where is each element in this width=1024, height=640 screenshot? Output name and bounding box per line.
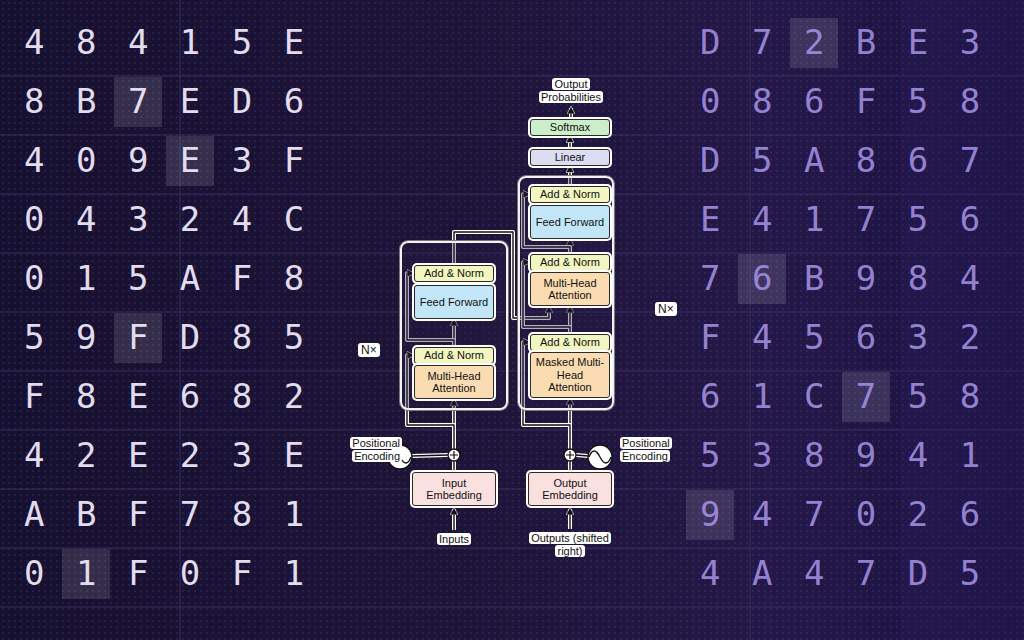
hex-row: A B F 7 8 1 [24, 494, 310, 534]
box-label: Softmax [550, 121, 590, 134]
hex-row: 5 9 F D 8 5 [24, 317, 310, 357]
box-label: Add & Norm [540, 188, 600, 201]
hex-row: E 4 1 7 5 6 [700, 199, 986, 239]
output-label: Output Probabilities [531, 78, 611, 104]
adder-symbol [448, 449, 460, 461]
feed-forward-box: Feed Forward [414, 285, 494, 319]
adder-symbol [564, 449, 576, 461]
repeat-label: N× [655, 302, 677, 316]
connector-line [569, 136, 570, 150]
input-label: Inputs [424, 533, 484, 546]
box-label: Output Embedding [532, 477, 608, 502]
hex-row: D 7 2 B E 3 [700, 22, 986, 62]
hex-row: 4 2 E 2 3 E [24, 435, 310, 475]
masked-attention-box: Masked Multi-Head Attention [530, 352, 610, 398]
add-norm-box: Add & Norm [530, 186, 610, 203]
positional-encoding-symbol [576, 445, 612, 469]
hex-row: 9 4 7 0 2 6 [700, 494, 986, 534]
box-label: Add & Norm [540, 256, 600, 269]
repeat-label: N× [358, 343, 380, 357]
box-label: Feed Forward [420, 296, 488, 309]
softmax-box: Softmax [530, 119, 610, 136]
hex-row: F 8 E 6 8 2 [24, 376, 310, 416]
hex-row: 4 8 4 1 5 E [24, 22, 310, 62]
hex-row: 0 8 6 F 5 8 [700, 81, 986, 121]
box-label: Add & Norm [540, 336, 600, 349]
box-label: Add & Norm [424, 267, 484, 280]
connector-halo [568, 136, 572, 150]
decoder-block: N×Add & NormFeed ForwardAdd & NormMulti-… [518, 176, 614, 410]
embedding-box: Output Embedding [528, 472, 612, 506]
box-label: Masked Multi-Head Attention [534, 356, 606, 394]
encoding-label: Positional Encoding [620, 437, 690, 463]
hex-row: 5 3 8 9 4 1 [700, 435, 986, 475]
hex-row: 0 1 5 A F 8 [24, 258, 310, 298]
encoding-label: Positional Encoding [338, 437, 402, 463]
hex-row: D 5 A 8 6 7 [700, 140, 986, 180]
output-label: Outputs (shifted right) [526, 532, 614, 558]
connector [570, 136, 571, 150]
box-label: Input Embedding [416, 477, 492, 502]
hex-row: 0 1 F 0 F 1 [24, 553, 310, 593]
add-norm-box: Add & Norm [414, 265, 494, 282]
encoder-block: N×Add & NormFeed ForwardAdd & NormMulti-… [400, 241, 508, 410]
add-norm-box: Add & Norm [414, 347, 494, 364]
embedding-box: Input Embedding [412, 472, 496, 506]
box-label: Feed Forward [536, 216, 604, 229]
add-norm-box: Add & Norm [530, 254, 610, 271]
box-label: Multi-Head Attention [534, 277, 606, 302]
hex-row: 0 4 3 2 4 C [24, 199, 310, 239]
hex-row: 7 6 B 9 8 4 [700, 258, 986, 298]
hex-row: 4 A 4 7 D 5 [700, 553, 986, 593]
feed-forward-box: Feed Forward [530, 205, 610, 239]
hex-row: 6 1 C 7 5 8 [700, 376, 986, 416]
linear-box: Linear [530, 149, 610, 166]
add-norm-box: Add & Norm [530, 334, 610, 351]
hex-row: F 4 5 6 3 2 [700, 317, 986, 357]
box-label: Linear [555, 151, 586, 164]
attention-box: Multi-Head Attention [530, 272, 610, 306]
hex-row: 4 0 9 E 3 F [24, 140, 310, 180]
box-label: Multi-Head Attention [418, 370, 490, 395]
box-label: Add & Norm [424, 349, 484, 362]
hex-row: 8 B 7 E D 6 [24, 81, 310, 121]
attention-box: Multi-Head Attention [414, 365, 494, 399]
